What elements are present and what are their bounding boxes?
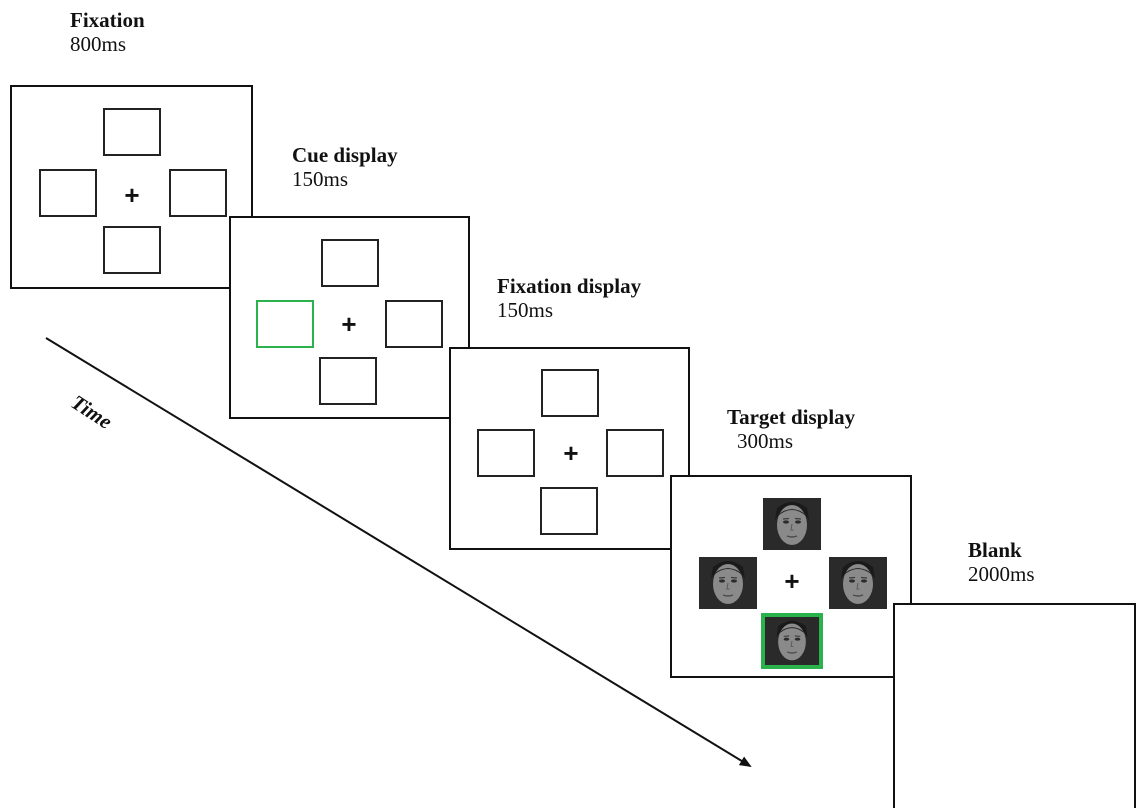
stage-fixation-display-label: Fixation display 150ms <box>497 274 641 322</box>
face-photo-icon <box>763 498 821 550</box>
face-photo-icon <box>699 557 757 609</box>
stage-target-label: Target display 300ms <box>727 405 855 453</box>
placeholder-box-bottom <box>540 487 598 535</box>
stage-fixation-label: Fixation 800ms <box>70 8 145 56</box>
placeholder-box-right <box>385 300 443 348</box>
stage-cue-label: Cue display 150ms <box>292 143 398 191</box>
stage-blank-label: Blank 2000ms <box>968 538 1035 586</box>
fixation-screen: + <box>10 85 253 289</box>
blank-screen <box>893 603 1136 808</box>
fixation-cross: + <box>341 309 357 339</box>
stage-title: Fixation display <box>497 274 642 298</box>
placeholder-box-bottom <box>319 357 377 405</box>
placeholder-box-left <box>477 429 535 477</box>
placeholder-box-right <box>169 169 227 217</box>
placeholder-box-top <box>103 108 161 156</box>
stage-title: Cue display <box>292 143 398 167</box>
stage-duration: 300ms <box>737 429 794 454</box>
fixation-cross: + <box>124 180 140 210</box>
time-arrow-line <box>45 337 752 768</box>
cued-face-photo-icon <box>761 613 823 669</box>
stage-duration: 150ms <box>497 298 554 323</box>
placeholder-box-top <box>321 239 379 287</box>
target-screen: + <box>670 475 912 678</box>
stage-title: Blank <box>968 538 1022 562</box>
fixation-cross: + <box>784 566 800 596</box>
cued-box-left <box>256 300 314 348</box>
stage-title: Fixation <box>70 8 145 32</box>
stage-duration: 2000ms <box>968 562 1035 587</box>
fixation-cross: + <box>563 438 579 468</box>
placeholder-box-right <box>606 429 664 477</box>
stage-duration: 800ms <box>70 32 127 57</box>
stage-title: Target display <box>727 405 856 429</box>
stage-duration: 150ms <box>292 167 349 192</box>
placeholder-box-top <box>541 369 599 417</box>
face-photo-icon <box>829 557 887 609</box>
placeholder-box-bottom <box>103 226 161 274</box>
cue-screen: + <box>229 216 470 419</box>
fixation-display-screen: + <box>449 347 690 550</box>
placeholder-box-left <box>39 169 97 217</box>
